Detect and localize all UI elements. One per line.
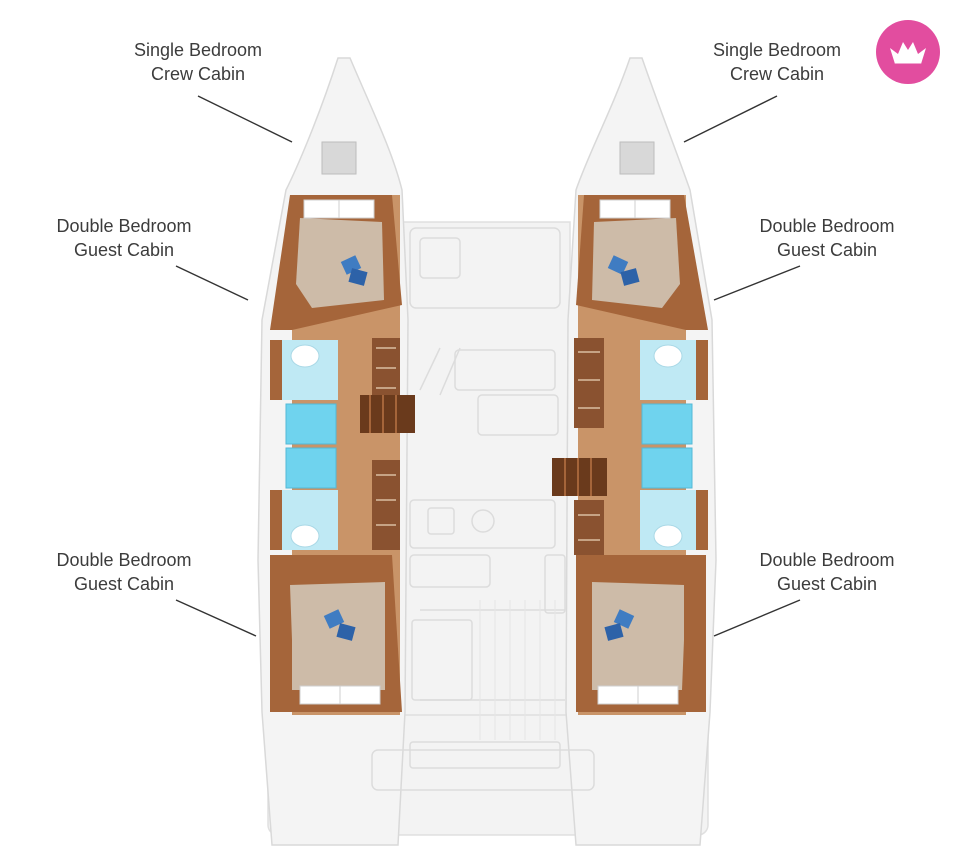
label-line-1: Single Bedroom (712, 40, 842, 60)
label-line-2: Guest Cabin (776, 240, 878, 260)
label-line-2: Crew Cabin (150, 64, 246, 84)
label-line-2: Guest Cabin (73, 574, 175, 594)
label-port-aft-guest-cabin: Double Bedroom Guest Cabin (14, 548, 234, 596)
label-port-fwd-guest-cabin: Double Bedroom Guest Cabin (14, 214, 234, 262)
label-stbd-aft-guest-cabin: Double Bedroom Guest Cabin (717, 548, 937, 596)
saloon-furniture (371, 227, 595, 791)
label-line-2: Crew Cabin (729, 64, 825, 84)
label-line-2: Guest Cabin (73, 240, 175, 260)
callout-line-port-fwd-guest (175, 265, 249, 301)
label-port-crew-cabin: Single Bedroom Crew Cabin (88, 38, 308, 86)
label-stbd-fwd-guest-cabin: Double Bedroom Guest Cabin (717, 214, 937, 262)
stbd-crew-hatch (619, 141, 655, 175)
callout-line-port-aft-guest (175, 599, 257, 637)
starboard-hull-interior (552, 141, 708, 715)
callout-line-stbd-fwd-guest (713, 265, 801, 301)
label-line-1: Double Bedroom (759, 216, 895, 236)
label-line-1: Double Bedroom (759, 550, 895, 570)
paper-boat-icon (876, 20, 940, 84)
cockpit-deck (479, 600, 556, 740)
callout-line-port-crew (197, 95, 293, 143)
callout-line-stbd-crew (683, 95, 778, 143)
label-line-2: Guest Cabin (776, 574, 878, 594)
label-stbd-crew-cabin: Single Bedroom Crew Cabin (667, 38, 887, 86)
callout-line-stbd-aft-guest (713, 599, 801, 637)
callout-lines (175, 95, 801, 637)
label-line-1: Double Bedroom (56, 216, 192, 236)
label-line-1: Double Bedroom (56, 550, 192, 570)
label-line-1: Single Bedroom (133, 40, 263, 60)
port-hull-interior (270, 141, 415, 715)
paper-boat-logo (876, 20, 940, 84)
port-crew-hatch (321, 141, 357, 175)
